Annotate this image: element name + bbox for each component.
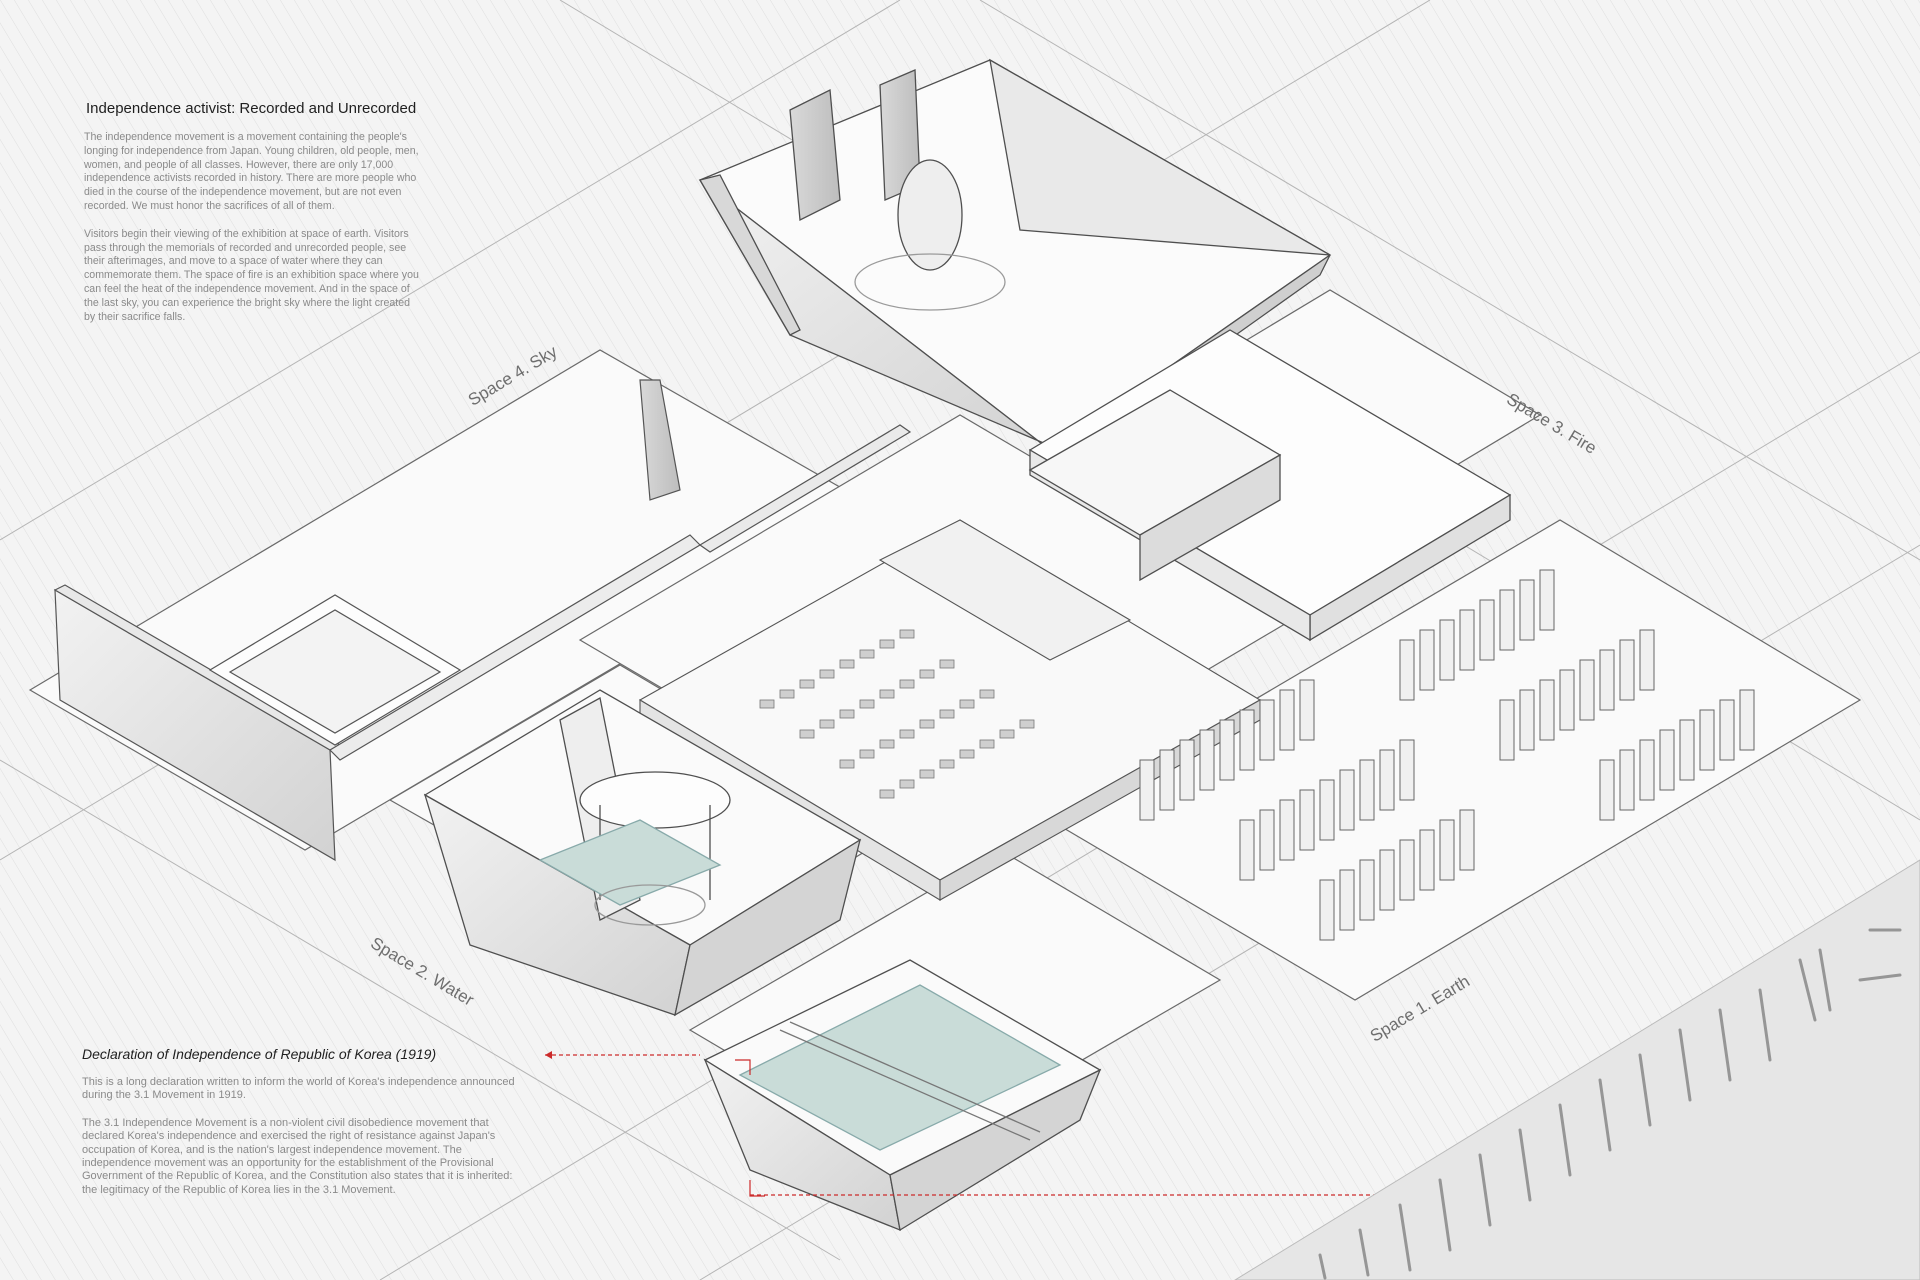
declaration-paragraph: The 3.1 Independence Movement is a non-v… bbox=[82, 1116, 513, 1196]
declaration-paragraph: This is a long declaration written to in… bbox=[82, 1076, 515, 1102]
declaration-document-image bbox=[1234, 859, 1920, 1280]
declaration-text-block: Declaration of Independence of Republic … bbox=[82, 1046, 522, 1211]
space-sky-structure bbox=[53, 379, 912, 862]
intro-paragraph: Visitors begin their viewing of the exhi… bbox=[84, 227, 419, 323]
intro-paragraph: The independence movement is a movement … bbox=[84, 131, 419, 212]
intro-text-block: Independence activist: Recorded and Unre… bbox=[84, 100, 424, 338]
space-earth-memorial-blocks bbox=[1139, 569, 1755, 941]
space-water-structure bbox=[423, 689, 862, 1017]
space-fire-structure bbox=[698, 58, 1512, 642]
hall-seat-grid bbox=[759, 629, 1035, 799]
intro-title: Independence activist: Recorded and Unre… bbox=[86, 100, 417, 117]
declaration-title: Declaration of Independence of Republic … bbox=[82, 1046, 437, 1062]
declaration-room bbox=[703, 959, 1102, 1232]
